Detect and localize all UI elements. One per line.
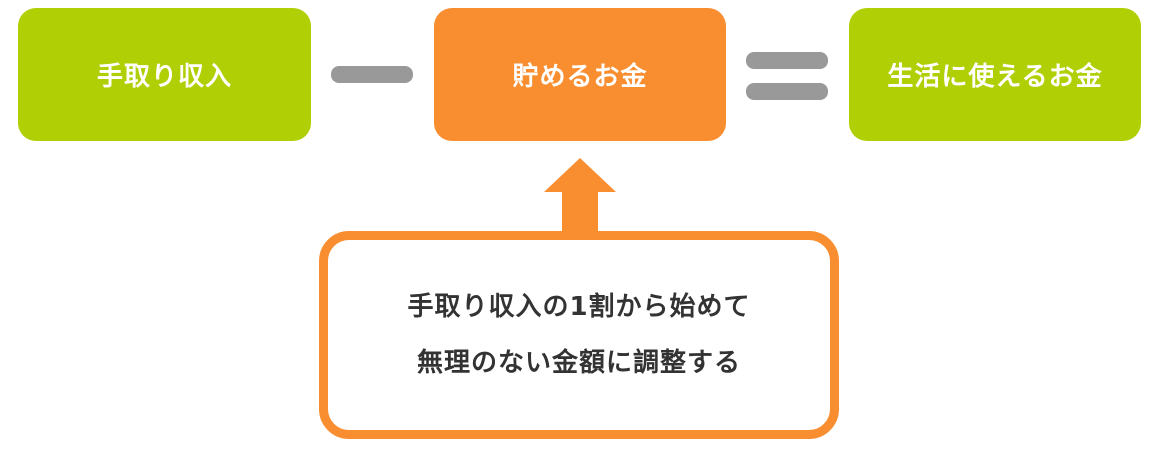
note-box: 手取り収入の1割から始めて 無理のない金額に調整する [319, 231, 839, 439]
living-box: 生活に使えるお金 [849, 8, 1141, 141]
equals-bar-bottom [746, 83, 828, 100]
savings-box: 貯めるお金 [434, 8, 726, 141]
living-label: 生活に使えるお金 [887, 62, 1103, 92]
equals-bar-top [746, 52, 828, 69]
note-line-1: 手取り収入の1割から始めて [407, 292, 751, 322]
up-arrow-icon [544, 158, 616, 234]
income-label: 手取り収入 [96, 62, 232, 92]
note-line-2: 無理のない金額に調整する [416, 348, 741, 378]
minus-icon [331, 66, 413, 83]
income-box: 手取り収入 [18, 8, 311, 141]
savings-label: 貯めるお金 [512, 62, 648, 92]
